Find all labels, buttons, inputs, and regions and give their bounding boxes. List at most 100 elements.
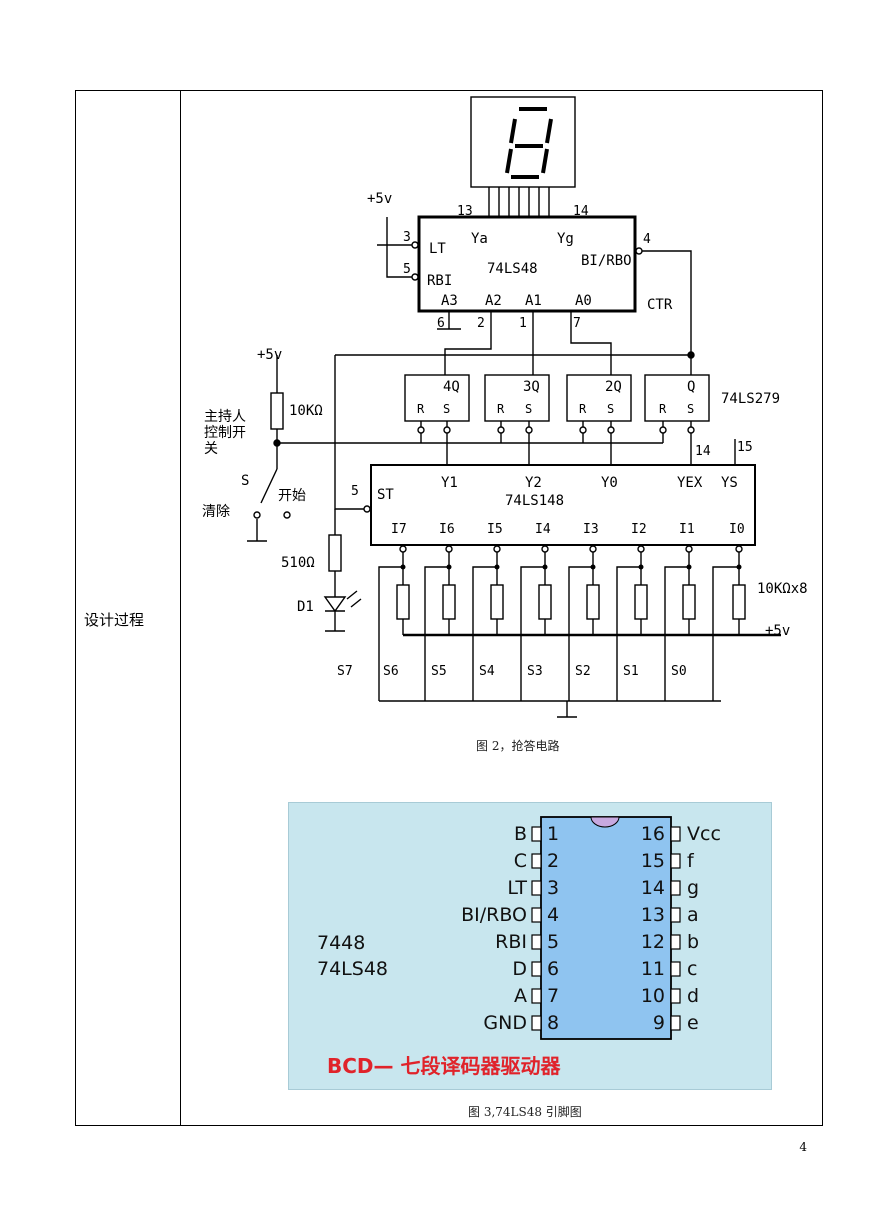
switch-name-label: S6 [383, 664, 399, 679]
q3-label: 3Q [523, 379, 540, 395]
input-label: I3 [583, 522, 599, 537]
switch-name-label: S4 [479, 664, 495, 679]
resistor-10k-label: 10KΩ [289, 403, 323, 419]
pin-number: 4 [643, 232, 651, 247]
pin-number: 9 [653, 1012, 665, 1034]
pin-name: B [514, 823, 527, 845]
column-divider [180, 91, 181, 1125]
input-label: I4 [535, 522, 551, 537]
figure2-caption: 图 2，抢答电路 [476, 739, 560, 753]
vcc-label-right: +5v [765, 623, 790, 639]
q4-label: 4Q [443, 379, 460, 395]
switch-name-label: S5 [431, 664, 447, 679]
pin-number: 10 [641, 985, 665, 1007]
ya-label: Ya [471, 231, 488, 247]
resistor-510-label: 510Ω [281, 555, 315, 571]
switch-name-label: S1 [623, 664, 639, 679]
y0-label: Y0 [601, 475, 618, 491]
r-label: R [497, 402, 505, 416]
pin-number: 15 [641, 850, 665, 872]
clear-label: 清除 [202, 504, 230, 520]
pin-number: 13 [641, 904, 665, 926]
ys-label: YS [721, 475, 738, 491]
pin-number: 3 [547, 877, 559, 899]
input-label: I1 [679, 522, 695, 537]
figure3-caption: 图 3,74LS48 引脚图 [468, 1105, 582, 1119]
pin-number: 14 [695, 444, 711, 459]
vcc-label-left: +5v [257, 347, 282, 363]
r-label: R [659, 402, 667, 416]
pin-number: 1 [547, 823, 559, 845]
pin-number: 15 [737, 440, 753, 455]
r-label: R [417, 402, 425, 416]
pin-number: 6 [437, 316, 445, 331]
pin-number: 6 [547, 958, 559, 980]
pin-name: BI/RBO [461, 904, 527, 926]
switch-name-label: S3 [527, 664, 543, 679]
yex-label: YEX [677, 475, 703, 491]
pin-number: 2 [477, 316, 485, 331]
pin-number: 13 [457, 204, 473, 219]
r-label: R [579, 402, 587, 416]
switch-name-label: S7 [337, 664, 353, 679]
pin-number: 5 [403, 262, 411, 277]
pin-name: e [687, 1012, 699, 1034]
start-label: 开始 [278, 488, 306, 504]
pin-number: 3 [403, 230, 411, 245]
rbi-label: RBI [427, 273, 452, 289]
a1-label: A1 [525, 293, 542, 309]
input-label: I2 [631, 522, 647, 537]
chip-74ls148-label: 74LS148 [505, 493, 564, 509]
chip-name: 74LS48 [317, 958, 388, 980]
pin-name: g [687, 877, 699, 899]
pin-name: C [514, 850, 527, 872]
yg-label: Yg [557, 231, 574, 247]
input-label: I0 [729, 522, 745, 537]
page-number: 4 [799, 1140, 807, 1154]
s-label: S [607, 402, 614, 416]
host-switch-label: 主持人控制开关 [204, 409, 246, 457]
vcc-label-top: +5v [367, 191, 392, 207]
chip-74ls48-label: 74LS48 [487, 261, 538, 277]
a2-label: A2 [485, 293, 502, 309]
pin-number: 8 [547, 1012, 559, 1034]
input-label: I6 [439, 522, 455, 537]
pin-number: 14 [573, 204, 589, 219]
pin-name: f [687, 850, 695, 872]
pin-name: GND [483, 1012, 527, 1034]
a0-label: A0 [575, 293, 592, 309]
pin-number: 16 [641, 823, 665, 845]
input-label: I5 [487, 522, 503, 537]
s-label: S [525, 402, 532, 416]
switch-label: S [241, 473, 249, 489]
pin-name: D [512, 958, 527, 980]
pin-number: 1 [519, 316, 527, 331]
st-label: ST [377, 487, 394, 503]
ctr-label: CTR [647, 297, 673, 313]
switch-name-label: S2 [575, 664, 591, 679]
switch-name-label: S0 [671, 664, 687, 679]
pin-number: 7 [547, 985, 559, 1007]
pin-number: 11 [641, 958, 665, 980]
led-label: D1 [297, 599, 314, 615]
design-table: 设计过程 [75, 90, 823, 1126]
a3-label: A3 [441, 293, 458, 309]
pin-name: A [514, 985, 527, 1007]
pin-name: Vcc [687, 823, 721, 845]
pinout-diagram: B C LT BI/RBO RBI D A GND 1 2 3 4 5 6 7 … [289, 803, 771, 1089]
pin-name: a [687, 904, 699, 926]
pinout-banner: BCD— 七段译码器驱动器 [327, 1054, 561, 1078]
section-label: 设计过程 [84, 611, 145, 629]
resistor-array-label: 10KΩx8 [757, 581, 808, 597]
pin-name: LT [507, 877, 527, 899]
bi-rbo-label: BI/RBO [581, 253, 632, 269]
pin-number: 12 [641, 931, 665, 953]
pin-name: b [687, 931, 699, 953]
lt-label: LT [429, 241, 446, 257]
pin-number: 4 [547, 904, 559, 926]
pinout-figure: B C LT BI/RBO RBI D A GND 1 2 3 4 5 6 7 … [288, 802, 772, 1090]
s-label: S [687, 402, 694, 416]
pin-number: 14 [641, 877, 665, 899]
pin-number: 7 [573, 316, 581, 331]
answer-circuit-diagram: +5v +5v +5v 74LS48 74LS148 74LS279 CTR 1… [241, 96, 808, 718]
